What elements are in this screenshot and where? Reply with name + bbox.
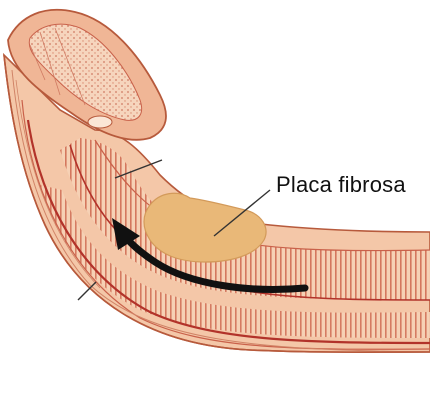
plaque-label: Placa fibrosa — [276, 172, 406, 198]
fibrous-plaque — [144, 193, 266, 262]
